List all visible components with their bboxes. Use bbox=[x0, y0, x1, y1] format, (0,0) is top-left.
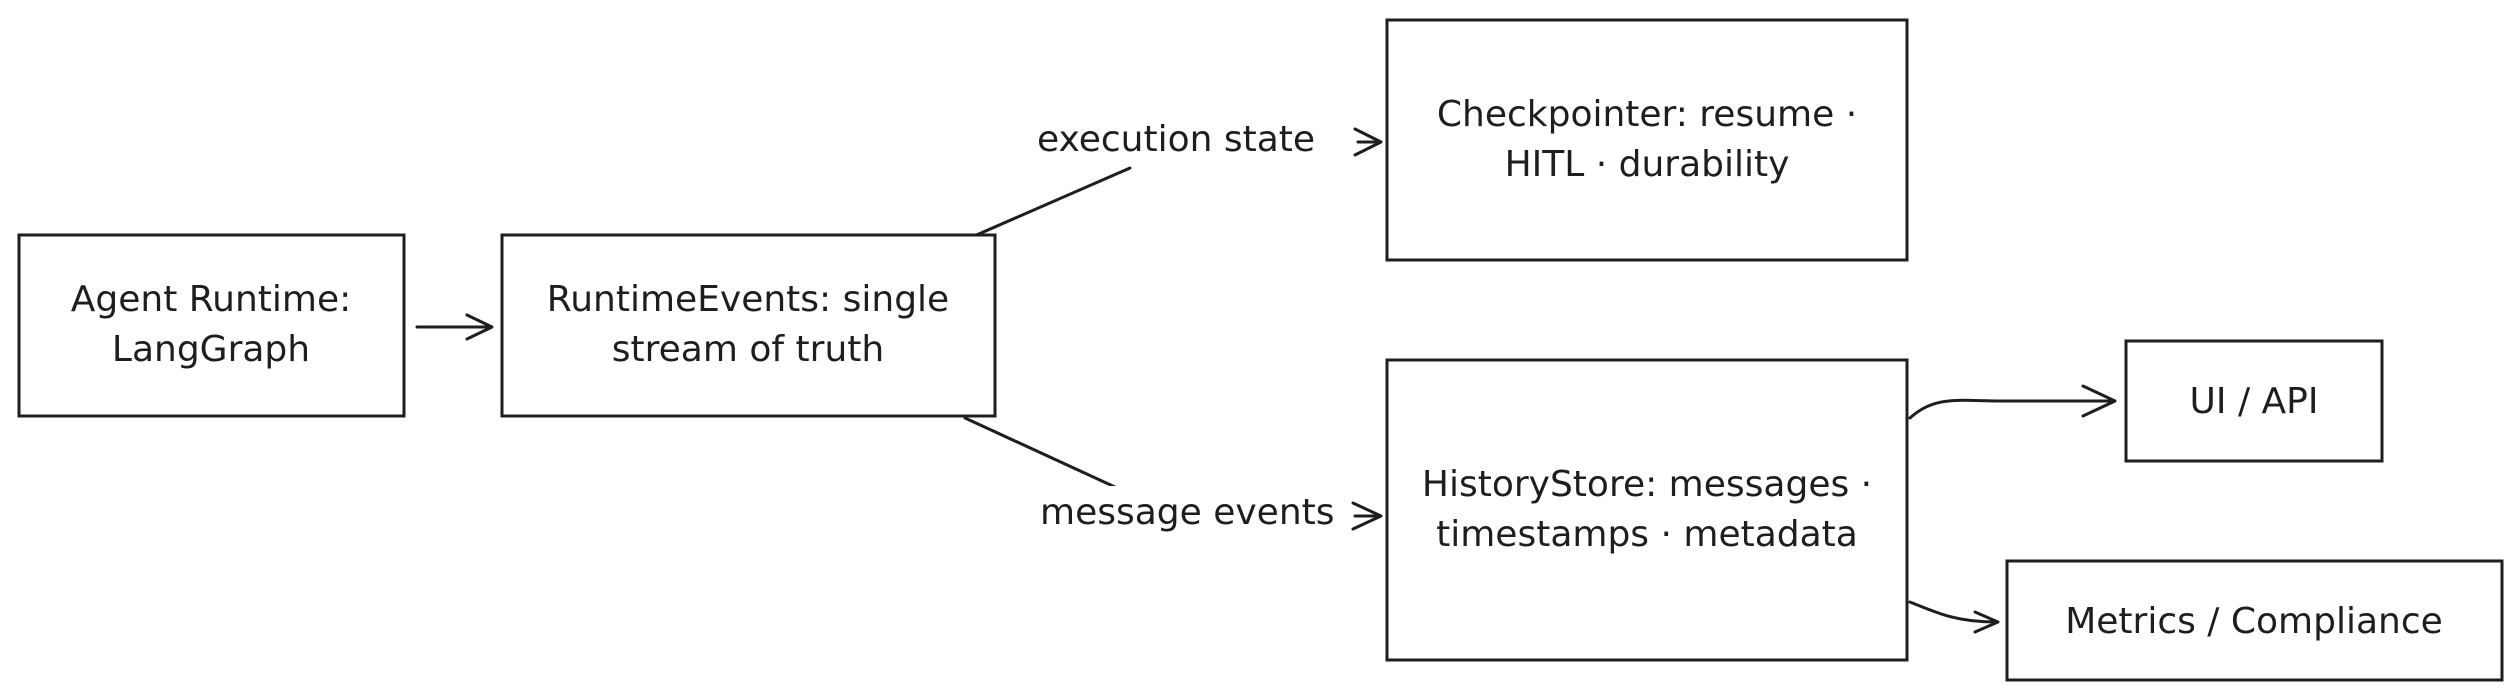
node-checkpointer: Checkpointer: resume · HITL · durability bbox=[1385, 18, 1909, 262]
message-events-label: message events bbox=[1040, 492, 1335, 533]
checkpointer-line-1: Checkpointer: resume · bbox=[1437, 94, 1857, 135]
runtime-events-line-2: stream of truth bbox=[612, 329, 884, 370]
history-store-line-2: timestamps · metadata bbox=[1436, 514, 1858, 555]
edge-execution-state: execution state bbox=[963, 112, 1383, 242]
ui-api-label: UI / API bbox=[2190, 381, 2319, 422]
edge-message-events: message events bbox=[963, 416, 1383, 538]
edge-agent-to-events bbox=[415, 313, 494, 341]
node-history-store: HistoryStore: messages · timestamps · me… bbox=[1385, 358, 1909, 662]
edge-history-to-metrics bbox=[1908, 600, 2000, 634]
agent-runtime-line-1: Agent Runtime: bbox=[71, 279, 352, 320]
node-metrics-compliance: Metrics / Compliance bbox=[2005, 559, 2504, 682]
node-runtime-events: RuntimeEvents: single stream of truth bbox=[500, 233, 997, 418]
checkpointer-line-2: HITL · durability bbox=[1505, 144, 1790, 185]
agent-runtime-line-2: LangGraph bbox=[112, 329, 310, 370]
runtime-events-line-1: RuntimeEvents: single bbox=[547, 279, 949, 320]
execution-state-label: execution state bbox=[1037, 119, 1315, 160]
node-agent-runtime: Agent Runtime: LangGraph bbox=[17, 233, 406, 418]
history-store-line-1: HistoryStore: messages · bbox=[1422, 464, 1872, 505]
metrics-compliance-label: Metrics / Compliance bbox=[2065, 601, 2443, 642]
edge-history-to-ui bbox=[1908, 384, 2117, 420]
node-ui-api: UI / API bbox=[2124, 339, 2384, 463]
